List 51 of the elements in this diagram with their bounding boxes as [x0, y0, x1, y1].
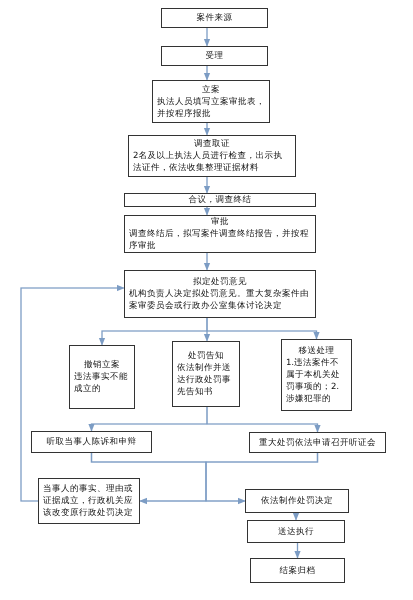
process-box: [124, 270, 316, 318]
process-box: [124, 193, 316, 207]
arrow: [292, 512, 300, 521]
box-title: 结案归档: [278, 564, 316, 576]
process-box: [152, 80, 270, 123]
arrow: [204, 253, 210, 271]
process-box: [124, 215, 316, 253]
box-text: 机构负责人决定拟处罚意见。重大复杂案件由案审委员会或行政办公室集体讨论决定: [129, 288, 310, 312]
box-title: 立案: [201, 84, 221, 96]
process-box: [69, 345, 135, 409]
box-title: 拟定处罚意见: [192, 276, 248, 288]
arrow: [204, 66, 210, 81]
box-title: 听取当事人陈诉和申辩: [46, 436, 138, 448]
box-title: 依法制作处罚决定: [260, 495, 334, 507]
box-title: 送达执行: [277, 526, 315, 538]
arrow: [20, 284, 125, 502]
arrow: [294, 543, 301, 559]
box-title: 移送处理: [298, 345, 336, 357]
box-text: 依法制作并送达行政处罚事先告知书: [177, 362, 232, 398]
process-box: [38, 478, 140, 524]
arrow: [204, 123, 210, 136]
arrow: [205, 453, 318, 504]
box-title: 处罚告知: [187, 350, 225, 362]
box-title: 审批: [210, 216, 230, 228]
box-title: 撤销立案: [83, 359, 121, 371]
process-box: [31, 431, 152, 453]
box-text: 执法人员填写立案审批表，并按程序报批: [157, 96, 265, 120]
box-title: 当事人的事实、理由或证据成立，行政机关应该改变原行政处罚决定: [43, 483, 134, 519]
process-box: [281, 339, 352, 411]
process-box: [247, 520, 345, 543]
box-text: 违法事实不能成立的: [74, 371, 129, 395]
box-title: 合议，调查终结: [188, 194, 252, 206]
process-box: [161, 46, 268, 66]
process-box: [161, 8, 268, 28]
arrow: [206, 407, 321, 433]
box-title: 案件来源: [196, 12, 234, 24]
process-box: [128, 135, 296, 177]
process-box: [250, 558, 345, 583]
arrow: [204, 207, 210, 216]
process-box: [245, 489, 349, 513]
box-title: 重大处罚依法申请召开听证会: [258, 436, 377, 448]
arrow: [204, 28, 210, 47]
box-title: 受理: [204, 50, 224, 62]
box-text: 调查终结后，拟写案件调查终结报告，并按程序审批: [129, 228, 310, 252]
arrow: [206, 318, 320, 340]
arrow: [204, 177, 210, 194]
box-title: 调查取证: [193, 138, 231, 150]
process-box: [172, 341, 240, 407]
process-box: [249, 432, 386, 453]
box-text: 1.违法案件不属于本机关处罚事项的；2.涉嫌犯罪的: [286, 357, 341, 405]
box-text: 2名及以上执法人员进行检查，出示执法证件，依法收集整理证据材料: [133, 150, 284, 174]
